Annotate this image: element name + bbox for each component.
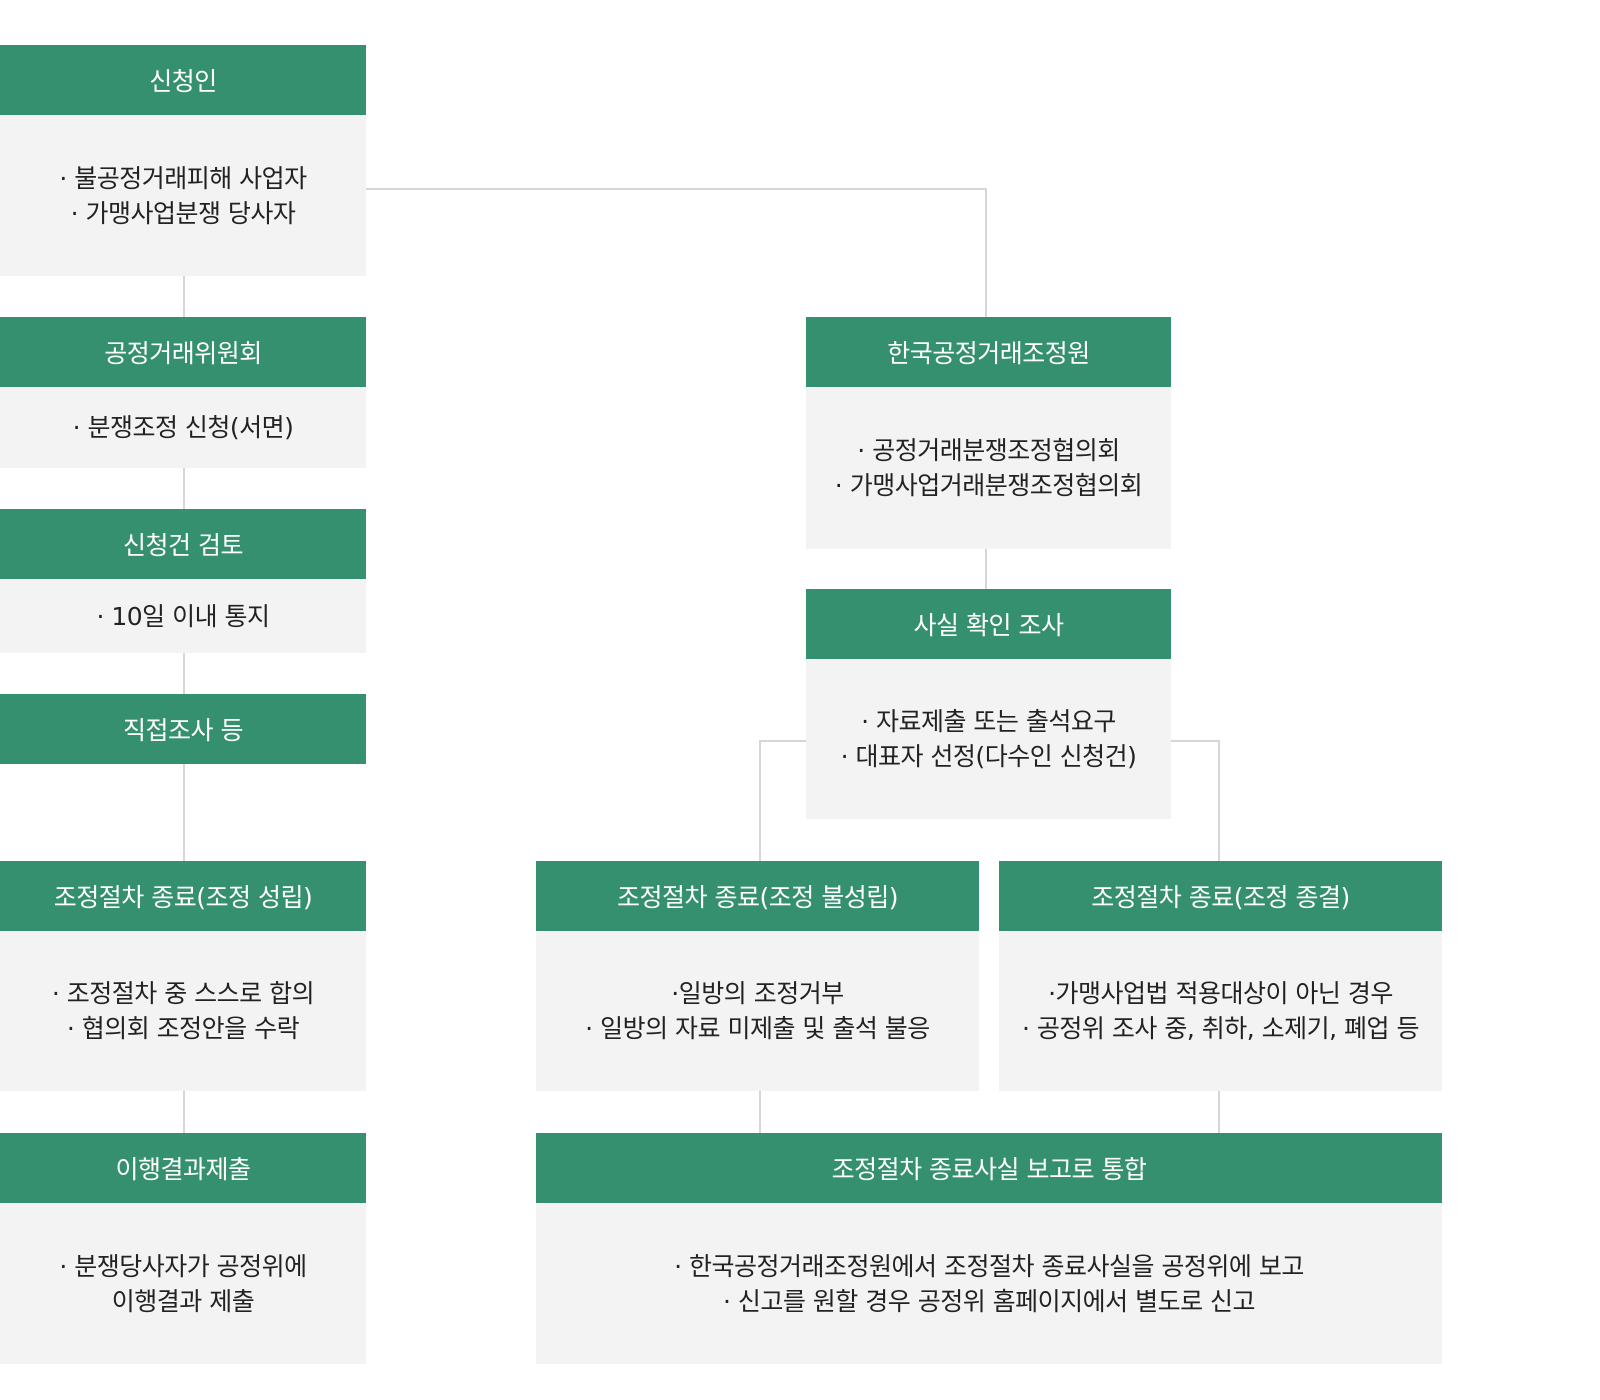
box-report-merge: 조정절차 종료사실 보고로 통합 · 한국공정거래조정원에서 조정절차 종료사실… — [536, 1133, 1442, 1364]
box-end-success: 조정절차 종료(조정 성립) · 조정절차 중 스스로 합의 · 협의회 조정안… — [0, 861, 366, 1091]
box-end-success-line-2: · 협의회 조정안을 수락 — [66, 1014, 300, 1043]
box-applicant-body: · 불공정거래피해 사업자 · 가맹사업분쟁 당사자 — [0, 115, 366, 276]
connector-factcheck-failure — [759, 740, 806, 861]
box-end-failure-line-2: · 일방의 자료 미제출 및 출석 불응 — [585, 1014, 930, 1043]
box-report-merge-body: · 한국공정거래조정원에서 조정절차 종료사실을 공정위에 보고 · 신고를 원… — [536, 1203, 1442, 1364]
box-report-merge-title: 조정절차 종료사실 보고로 통합 — [536, 1133, 1442, 1203]
box-review-title: 신청건 검토 — [0, 509, 366, 579]
box-fact-check-line-1: · 자료제출 또는 출석요구 — [861, 707, 1116, 736]
box-performance-body: · 분쟁당사자가 공정위에 이행결과 제출 — [0, 1203, 366, 1364]
box-end-failure-title: 조정절차 종료(조정 불성립) — [536, 861, 979, 931]
box-end-failure-line-1: ·일방의 조정거부 — [671, 979, 844, 1008]
box-end-failure-body: ·일방의 조정거부 · 일방의 자료 미제출 및 출석 불응 — [536, 931, 979, 1091]
box-review: 신청건 검토 · 10일 이내 통지 — [0, 509, 366, 653]
connector-factcheck-termination — [1171, 740, 1220, 861]
box-end-success-line-1: · 조정절차 중 스스로 합의 — [51, 979, 315, 1008]
box-kofair-body: · 공정거래분쟁조정협의회 · 가맹사업거래분쟁조정협의회 — [806, 387, 1171, 549]
box-end-failure: 조정절차 종료(조정 불성립) ·일방의 조정거부 · 일방의 자료 미제출 및… — [536, 861, 979, 1091]
box-applicant-title: 신청인 — [0, 45, 366, 115]
box-end-success-title: 조정절차 종료(조정 성립) — [0, 861, 366, 931]
box-applicant: 신청인 · 불공정거래피해 사업자 · 가맹사업분쟁 당사자 — [0, 45, 366, 276]
box-ftc-title: 공정거래위원회 — [0, 317, 366, 387]
box-performance: 이행결과제출 · 분쟁당사자가 공정위에 이행결과 제출 — [0, 1133, 366, 1364]
box-applicant-line-2: · 가맹사업분쟁 당사자 — [70, 198, 296, 228]
box-direct-investigation-title: 직접조사 등 — [0, 694, 366, 764]
connector-applicant-kofair — [366, 188, 987, 317]
box-review-body: · 10일 이내 통지 — [0, 579, 366, 653]
box-performance-title: 이행결과제출 — [0, 1133, 366, 1203]
box-direct-investigation: 직접조사 등 — [0, 694, 366, 764]
box-end-termination-body: ·가맹사업법 적용대상이 아닌 경우 · 공정위 조사 중, 취하, 소제기, … — [999, 931, 1442, 1091]
box-kofair-line-1: · 공정거래분쟁조정협의회 — [857, 436, 1120, 465]
box-end-termination-line-2: · 공정위 조사 중, 취하, 소제기, 폐업 등 — [1022, 1014, 1419, 1043]
box-ftc: 공정거래위원회 · 분쟁조정 신청(서면) — [0, 317, 366, 468]
box-kofair-line-2: · 가맹사업거래분쟁조정협의회 — [834, 471, 1143, 500]
box-report-merge-line-2: · 신고를 원할 경우 공정위 홈페이지에서 별도로 신고 — [722, 1286, 1256, 1316]
box-review-line-1: · 10일 이내 통지 — [96, 601, 270, 631]
box-ftc-line-1: · 분쟁조정 신청(서면) — [72, 413, 294, 442]
box-performance-line-2: 이행결과 제출 — [111, 1286, 255, 1316]
box-end-termination: 조정절차 종료(조정 종결) ·가맹사업법 적용대상이 아닌 경우 · 공정위 … — [999, 861, 1442, 1091]
box-end-success-body: · 조정절차 중 스스로 합의 · 협의회 조정안을 수락 — [0, 931, 366, 1091]
box-fact-check-line-2: · 대표자 선정(다수인 신청건) — [840, 742, 1137, 771]
box-report-merge-line-1: · 한국공정거래조정원에서 조정절차 종료사실을 공정위에 보고 — [674, 1251, 1304, 1281]
box-kofair-title: 한국공정거래조정원 — [806, 317, 1171, 387]
box-fact-check: 사실 확인 조사 · 자료제출 또는 출석요구 · 대표자 선정(다수인 신청건… — [806, 589, 1171, 819]
box-ftc-body: · 분쟁조정 신청(서면) — [0, 387, 366, 468]
box-fact-check-title: 사실 확인 조사 — [806, 589, 1171, 659]
box-end-termination-line-1: ·가맹사업법 적용대상이 아닌 경우 — [1048, 979, 1393, 1008]
box-kofair: 한국공정거래조정원 · 공정거래분쟁조정협의회 · 가맹사업거래분쟁조정협의회 — [806, 317, 1171, 549]
box-applicant-line-1: · 불공정거래피해 사업자 — [59, 163, 307, 193]
box-end-termination-title: 조정절차 종료(조정 종결) — [999, 861, 1442, 931]
box-fact-check-body: · 자료제출 또는 출석요구 · 대표자 선정(다수인 신청건) — [806, 659, 1171, 819]
box-performance-line-1: · 분쟁당사자가 공정위에 — [59, 1251, 307, 1281]
